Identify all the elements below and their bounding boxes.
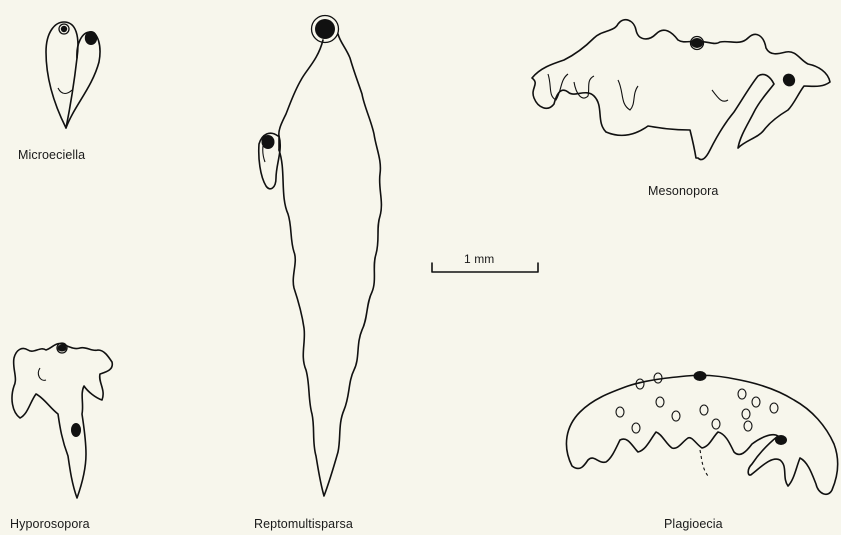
microeciella-zooid-right xyxy=(66,32,100,128)
microeciella-drawing xyxy=(46,22,100,128)
reptomultisparsa-label: Reptomultisparsa xyxy=(254,517,353,531)
hyporosopora-ooeciostome xyxy=(58,345,67,352)
plagioecia-ooeciostome xyxy=(694,371,707,381)
mesonopora-drawing xyxy=(532,20,830,160)
mesonopora-ooeciostome xyxy=(691,38,703,48)
mesonopora-label: Mesonopora xyxy=(648,184,719,198)
reptomultisparsa-ooeciostome xyxy=(315,19,335,39)
reptomultisparsa-drawing xyxy=(259,16,382,497)
microeciella-ooeciostome xyxy=(85,31,97,45)
mesonopora-ooecium-outline xyxy=(532,20,830,160)
hyporosopora-drawing xyxy=(12,343,112,498)
plagioecia-ooecium-outline xyxy=(566,375,837,494)
reptomultisparsa-zooid-aperture xyxy=(262,135,275,149)
hyporosopora-label: Hyporosopora xyxy=(10,517,90,531)
plagioecia-drawing xyxy=(566,371,837,494)
microeciella-label: Microeciella xyxy=(18,148,85,162)
scale-bar-label: 1 mm xyxy=(464,252,494,266)
plagioecia-zooid-aperture xyxy=(775,435,787,445)
reptomultisparsa-ooecium-outline xyxy=(259,34,382,496)
plagioecia-label: Plagioecia xyxy=(664,517,723,531)
hyporosopora-zooid-aperture xyxy=(71,423,81,437)
mesonopora-zooid-aperture xyxy=(781,71,798,88)
hyporosopora-ooecium-outline xyxy=(12,344,112,498)
